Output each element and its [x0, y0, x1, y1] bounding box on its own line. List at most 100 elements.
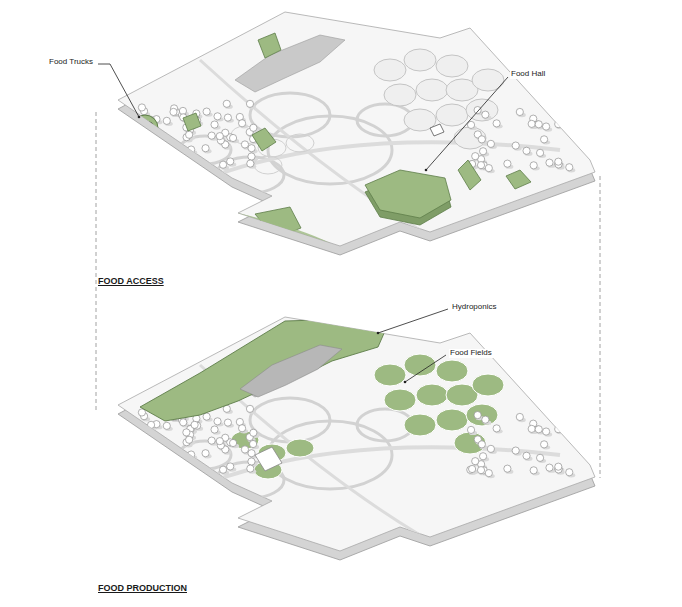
tree: [530, 162, 537, 169]
tree: [214, 418, 221, 425]
tree: [566, 469, 573, 476]
leader-dot: [138, 116, 141, 119]
field-plot: [286, 439, 314, 457]
food-site: [458, 160, 481, 190]
tree: [211, 426, 218, 433]
tree: [250, 124, 257, 131]
tree: [246, 100, 253, 107]
tree: [474, 106, 481, 113]
food-hall: [365, 170, 451, 218]
tree: [229, 134, 236, 141]
field-plot: [436, 360, 468, 382]
tree: [223, 100, 230, 107]
tree: [180, 419, 187, 426]
leader-line: [405, 355, 446, 382]
building: [430, 124, 444, 136]
tree: [163, 117, 170, 124]
tree-shadow: [162, 442, 170, 446]
tree: [146, 161, 153, 168]
food-truck: [140, 121, 154, 133]
access-plan: [118, 12, 595, 255]
field-plot: [416, 384, 448, 406]
food-truck-ring: [132, 115, 158, 141]
tree-shadow: [568, 429, 576, 433]
tree: [516, 413, 523, 420]
field-plot: [436, 104, 468, 126]
field-plot: [466, 404, 498, 426]
tree: [555, 463, 562, 470]
tree: [138, 104, 145, 111]
tree: [188, 451, 195, 458]
tree: [541, 136, 548, 143]
field-plot: [436, 55, 468, 77]
tree: [186, 436, 193, 443]
leader-dot: [377, 332, 380, 335]
tree: [160, 437, 167, 444]
tree: [566, 425, 573, 432]
tree-group: [138, 405, 575, 478]
tree: [555, 426, 562, 433]
slab-top: [118, 12, 595, 246]
tree: [170, 108, 177, 115]
tree: [536, 454, 543, 461]
tree: [523, 147, 530, 154]
tree: [248, 450, 255, 457]
tree: [543, 428, 550, 435]
tree-shadow: [184, 153, 192, 157]
plaza-ring: [216, 157, 284, 193]
tree: [556, 414, 563, 421]
tree-shadow: [148, 165, 156, 169]
leader-dot: [404, 381, 407, 384]
field-plot: [384, 84, 416, 106]
tree: [183, 454, 190, 461]
tree: [541, 441, 548, 448]
layer-guide: [600, 176, 601, 478]
tree: [248, 458, 255, 465]
tree: [219, 161, 226, 168]
tree-shadow: [162, 137, 170, 141]
field-plot: [286, 134, 314, 152]
tree: [556, 109, 563, 116]
tree: [479, 148, 486, 155]
leader-line: [98, 64, 139, 117]
tree: [512, 142, 519, 149]
tree: [485, 470, 492, 477]
tree: [566, 120, 573, 127]
tree: [493, 425, 500, 432]
tree: [477, 162, 484, 169]
terrain-blob: [240, 345, 342, 397]
hydroponics-area: [140, 319, 385, 421]
tree-shadow: [568, 124, 576, 128]
food-site: [183, 113, 201, 131]
tree: [186, 131, 193, 138]
tree: [216, 438, 223, 445]
layer-guide: [96, 112, 97, 412]
leader-line: [378, 309, 448, 333]
field-plot: [472, 374, 504, 396]
callout-label: Food Trucks: [48, 58, 94, 67]
tree-shadow: [143, 125, 151, 129]
tree: [474, 411, 481, 418]
tree: [208, 437, 215, 444]
tree: [238, 425, 245, 432]
field-plot: [454, 127, 486, 149]
production-plan: [118, 317, 595, 560]
tree: [528, 120, 535, 127]
tree: [224, 419, 231, 426]
path-line: [150, 142, 560, 205]
tree: [478, 441, 485, 448]
tree: [535, 121, 542, 128]
tree: [214, 113, 221, 120]
section-heading: FOOD ACCESS: [97, 277, 165, 287]
tree: [219, 466, 226, 473]
callout-label: Hydroponics: [451, 303, 497, 312]
tree: [477, 467, 484, 474]
tree: [555, 121, 562, 128]
tree-group: [138, 100, 575, 173]
tree: [512, 447, 519, 454]
tree: [141, 121, 148, 128]
tree: [467, 426, 474, 433]
tree: [216, 133, 223, 140]
leader-line: [426, 77, 508, 170]
